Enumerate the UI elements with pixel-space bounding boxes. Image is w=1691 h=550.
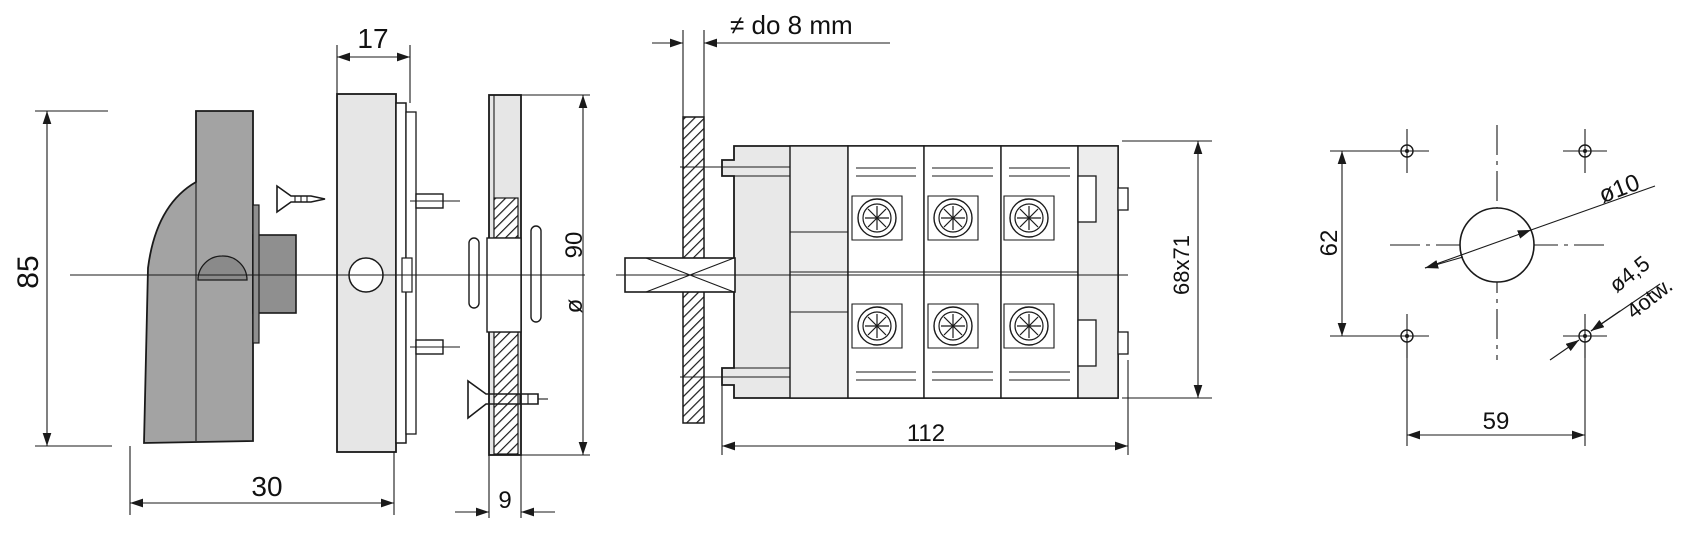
- dim-label-flange-thickness: 9: [498, 487, 511, 514]
- terminal-screw-icon: [933, 306, 973, 346]
- dim-label-pattern-height: 62: [1316, 230, 1343, 257]
- terminal-screw-icon: [1009, 306, 1049, 346]
- mounting-flange: [467, 94, 548, 456]
- diameter-mark: ø: [561, 298, 588, 313]
- switch-body: [721, 145, 1129, 399]
- switch-spindle: [616, 257, 1128, 293]
- terminal-screw-icon: [857, 198, 897, 238]
- handle-side-view: [143, 110, 297, 444]
- dim-label-handle-depth: 30: [251, 471, 282, 502]
- terminal-screw-icon: [933, 198, 973, 238]
- dim-label-center-hole: ø10: [1595, 169, 1643, 209]
- center-hole: [1459, 207, 1535, 283]
- mounting-panel: [682, 30, 705, 424]
- dim-label-body-length: 112: [907, 420, 945, 447]
- dim-label-panel-thickness: ≠ do 8 mm: [730, 10, 853, 40]
- dim-label-flange-height: 90: [561, 232, 588, 259]
- handle-knob: [197, 255, 248, 281]
- front-cover: [336, 93, 460, 453]
- panel-hole-pattern: [1385, 125, 1610, 360]
- fixing-screw-icon: [276, 184, 326, 214]
- handle-hub: [252, 234, 297, 314]
- dim-label-body-cross-section: 68x71: [1169, 235, 1194, 295]
- terminal-screw-icon: [857, 306, 897, 346]
- dim-label-handle-height: 85: [12, 255, 45, 288]
- mount-hole-top-right: [1563, 129, 1607, 173]
- terminal-screw-icon: [1009, 198, 1049, 238]
- dim-label-cover-thickness: 17: [357, 23, 388, 54]
- dimension-lines: [35, 38, 1661, 518]
- dim-label-pattern-width: 59: [1483, 408, 1510, 435]
